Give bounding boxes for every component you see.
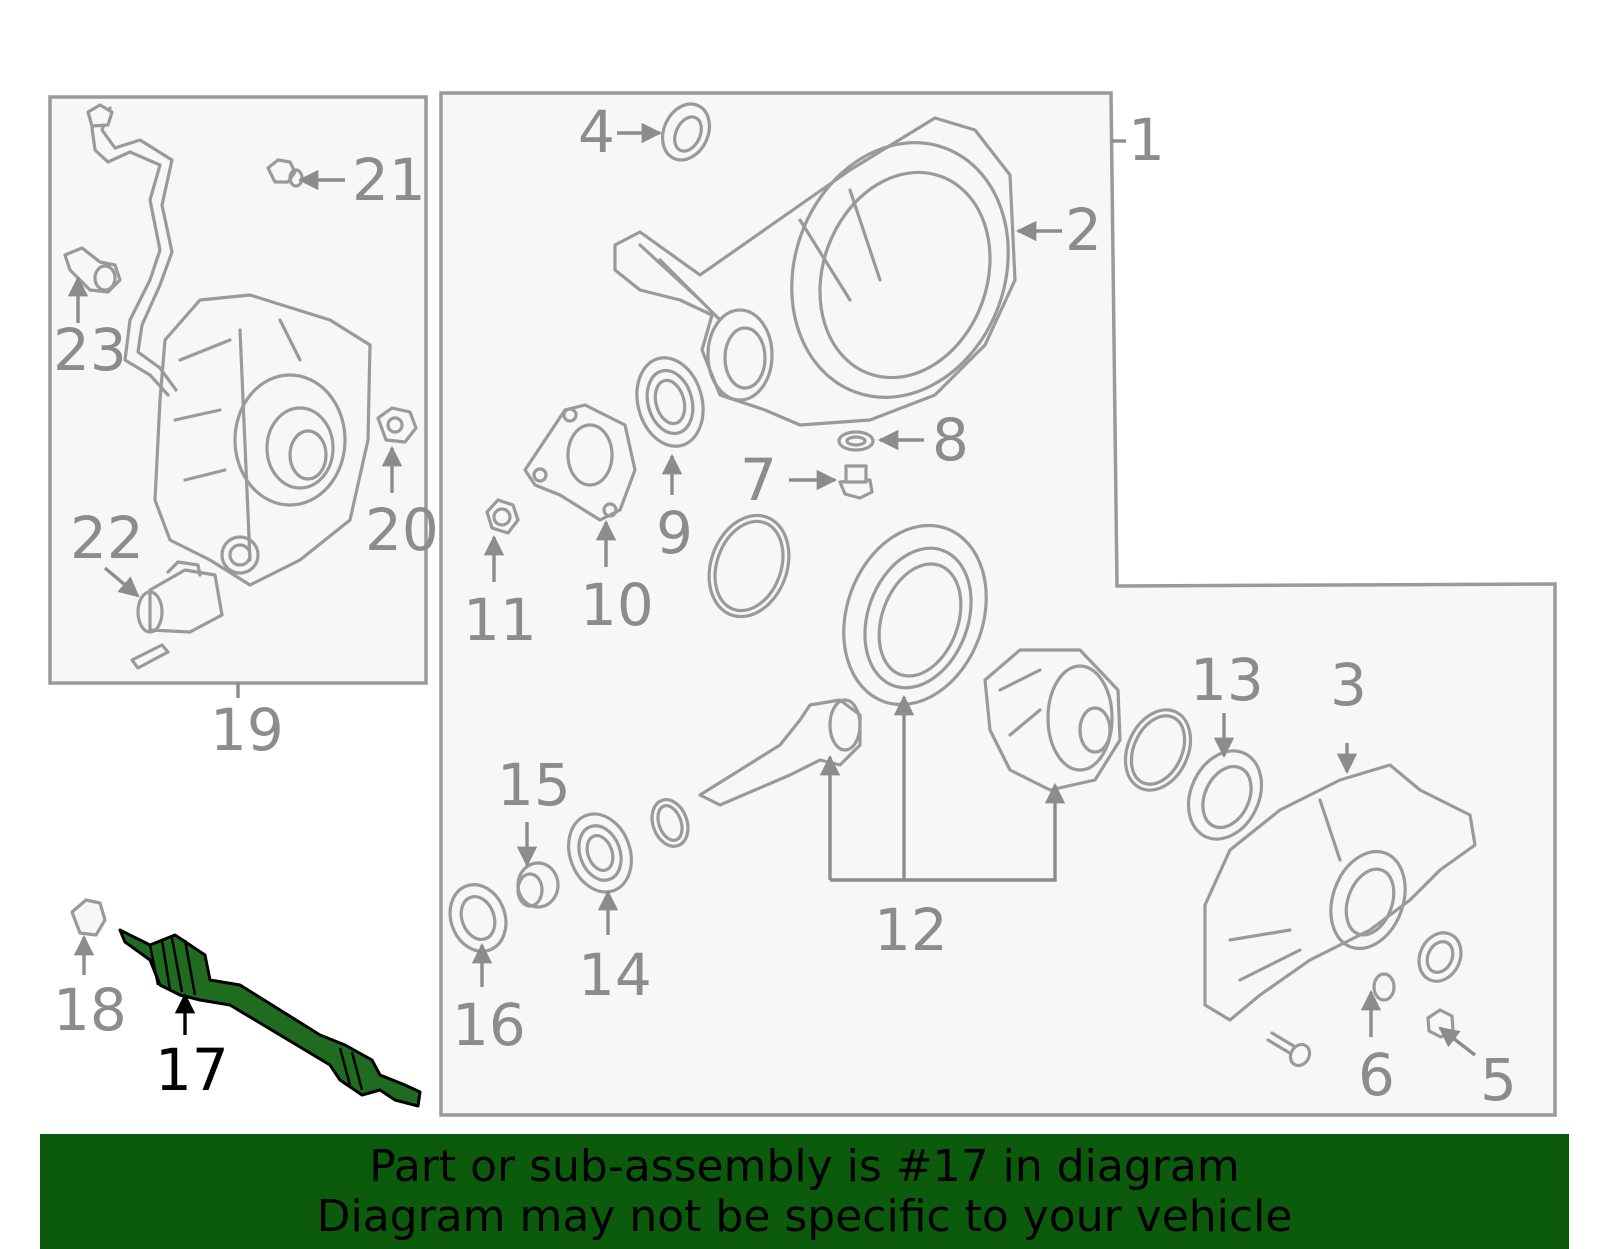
callout-2: 2 bbox=[1065, 196, 1102, 264]
part-spacer[interactable] bbox=[646, 795, 694, 852]
part-22-motor[interactable] bbox=[130, 560, 224, 670]
callout-6: 6 bbox=[1358, 1041, 1395, 1109]
callout-17: 17 bbox=[155, 1036, 229, 1104]
part-15-spacer[interactable] bbox=[516, 861, 560, 909]
callout-1: 1 bbox=[1128, 106, 1165, 174]
callout-19: 19 bbox=[210, 696, 284, 764]
part-3-cover[interactable] bbox=[1203, 763, 1477, 1022]
callout-15: 15 bbox=[497, 751, 571, 819]
part-6-washer[interactable] bbox=[1372, 972, 1396, 1002]
part-7-plug[interactable] bbox=[838, 464, 874, 500]
callout-10: 10 bbox=[580, 571, 654, 639]
part-seal-small[interactable] bbox=[1411, 926, 1468, 988]
part-16-seal[interactable] bbox=[441, 877, 515, 959]
part-18-nut[interactable] bbox=[70, 898, 107, 937]
callout-23: 23 bbox=[53, 316, 127, 384]
part-8-washer[interactable] bbox=[837, 430, 875, 452]
banner-line-2: Diagram may not be specific to your vehi… bbox=[316, 1191, 1293, 1242]
banner-line-1: Part or sub-assembly is #17 in diagram bbox=[369, 1141, 1240, 1192]
callout-21: 21 bbox=[352, 146, 426, 214]
callout-22: 22 bbox=[70, 504, 144, 572]
callout-20: 20 bbox=[365, 496, 439, 564]
part-2-carrier-housing[interactable] bbox=[613, 112, 1043, 428]
callout-4: 4 bbox=[578, 98, 615, 166]
part-19-cover-assembly[interactable] bbox=[153, 293, 372, 587]
part-9-seal[interactable] bbox=[627, 350, 712, 453]
callout-13: 13 bbox=[1190, 646, 1264, 714]
callout-14: 14 bbox=[578, 941, 652, 1009]
part-harness[interactable] bbox=[86, 103, 178, 397]
info-banner: Part or sub-assembly is #17 in diagram D… bbox=[40, 1134, 1569, 1249]
callout-12: 12 bbox=[874, 896, 948, 964]
part-13-bearing[interactable] bbox=[1113, 699, 1275, 851]
callout-9: 9 bbox=[656, 499, 693, 567]
callout-16: 16 bbox=[452, 991, 526, 1059]
part-o-ring[interactable] bbox=[696, 504, 803, 628]
part-21-bolt[interactable] bbox=[266, 158, 304, 188]
part-20-nut[interactable] bbox=[376, 406, 418, 444]
part-12-ring-gear[interactable] bbox=[820, 505, 1011, 724]
part-11-nut[interactable] bbox=[485, 498, 520, 535]
part-5-bolt[interactable] bbox=[1426, 1008, 1455, 1039]
callout-3: 3 bbox=[1330, 651, 1367, 719]
callout-5: 5 bbox=[1480, 1046, 1517, 1114]
callout-11: 11 bbox=[463, 586, 537, 654]
callout-7: 7 bbox=[740, 446, 777, 514]
part-10-flange[interactable] bbox=[523, 403, 637, 522]
part-bolt-long[interactable] bbox=[1266, 1031, 1313, 1069]
part-12-pinion[interactable] bbox=[698, 698, 862, 807]
callout-18: 18 bbox=[53, 976, 127, 1044]
callout-8: 8 bbox=[932, 406, 969, 474]
part-12-differential[interactable] bbox=[983, 648, 1122, 792]
part-4-seal[interactable] bbox=[654, 96, 718, 167]
